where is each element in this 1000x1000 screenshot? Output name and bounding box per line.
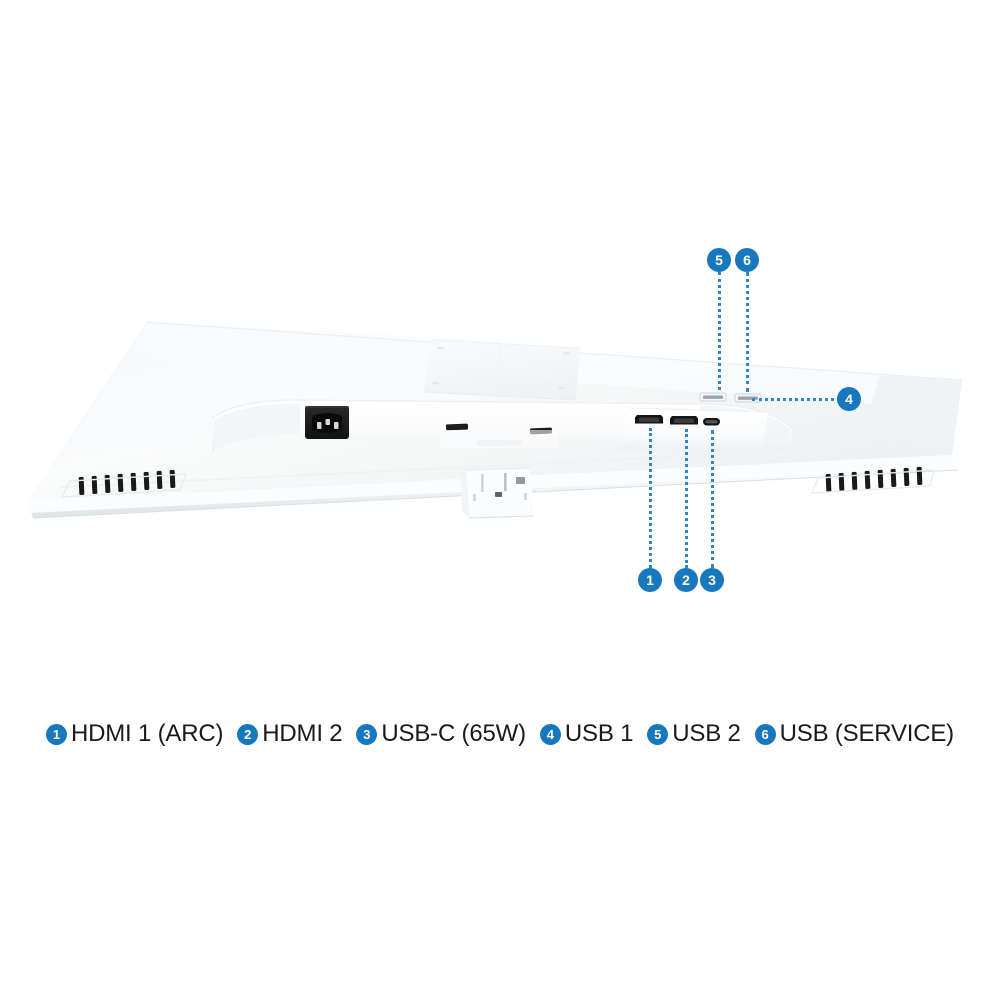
usb-c-port [703,418,720,426]
legend-label-1: HDMI 1 (ARC) [71,720,224,747]
legend-badge-2: 2 [237,723,259,745]
speaker-vent-right [810,466,935,494]
leader-line-1 [649,428,652,568]
mount-slots [440,423,558,448]
leader-line-6 [746,272,749,392]
callout-marker-1[interactable]: 1 [638,568,662,592]
legend-label-3: USB-C (65W) [381,720,526,747]
legend-item-usb-1[interactable]: 4 USB 1 [539,720,634,747]
legend-label-2: HDMI 2 [262,720,343,747]
stand-mount-bracket [460,467,535,519]
legend-badge-4: 4 [539,723,561,745]
legend-item-hdmi-2[interactable]: 2 HDMI 2 [237,720,343,747]
power-inlet [305,406,349,439]
callout-marker-6[interactable]: 6 [735,248,759,272]
legend-badge-3: 3 [356,723,378,745]
hdmi-1-port [635,415,663,424]
vesa-mount-plate [423,339,581,401]
legend-label-4: USB 1 [564,720,634,747]
leader-line-2 [685,429,688,568]
usb-service-port [699,392,727,402]
leader-line-4 [752,398,840,401]
legend-label-5: USB 2 [672,720,741,747]
leader-line-5 [718,272,721,390]
port-legend: 1 HDMI 1 (ARC) 2 HDMI 2 3 USB-C (65W) 4 … [0,722,1000,746]
hdmi-2-port [670,416,698,425]
legend-item-usb-2[interactable]: 5 USB 2 [647,720,741,747]
speaker-vent-left [60,469,188,498]
legend-label-6: USB (SERVICE) [779,720,955,747]
legend-item-usb-c[interactable]: 3 USB-C (65W) [356,720,526,747]
callout-marker-3[interactable]: 3 [700,568,724,592]
legend-badge-5: 5 [647,723,669,745]
callout-marker-4[interactable]: 4 [837,387,861,411]
legend-badge-1: 1 [46,723,67,745]
legend-item-hdmi-1[interactable]: 1 HDMI 1 (ARC) [46,722,223,746]
legend-item-usb-service[interactable]: 6 USB (SERVICE) [754,720,955,747]
legend-badge-6: 6 [754,723,776,745]
port-bay [620,407,769,452]
leader-line-3 [711,430,714,568]
callout-marker-5[interactable]: 5 [707,248,731,272]
callout-marker-2[interactable]: 2 [674,568,698,592]
